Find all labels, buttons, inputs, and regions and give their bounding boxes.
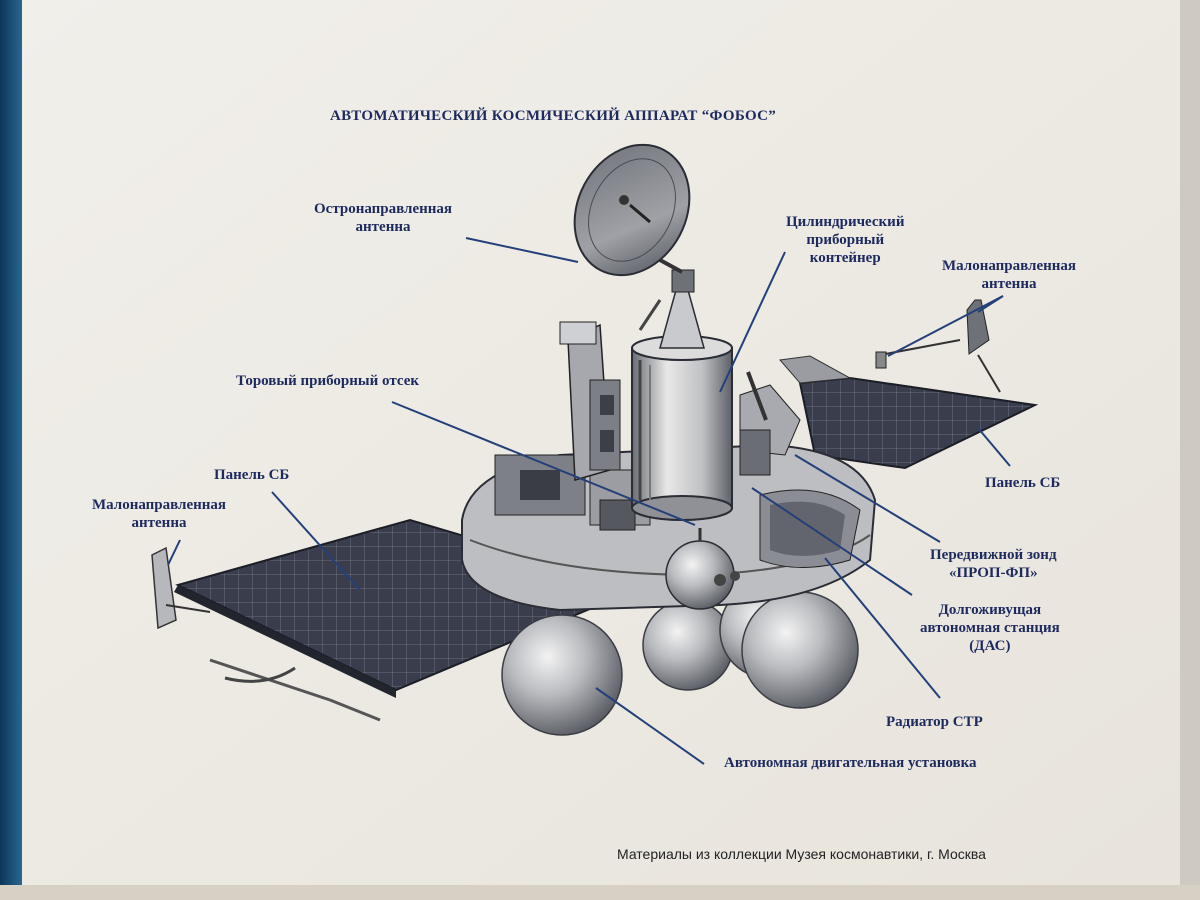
label-line: Малонаправленная	[942, 258, 1077, 274]
label-toroidal-compartment: Торовый приборный отсек	[236, 372, 419, 390]
leader-mobile-probe	[794, 454, 941, 543]
cylindrical-container-drawing	[631, 269, 733, 521]
label-line: Остронаправленная	[314, 201, 453, 217]
label-high-gain-antenna: Остронаправленная антенна	[314, 200, 452, 236]
leader-toroidal-compartment	[391, 401, 696, 526]
label-line: автономная станция	[920, 620, 1060, 636]
label-line: «ПРОП-ФП»	[948, 565, 1038, 581]
label-propulsion: Автономная двигательная установка	[724, 754, 976, 772]
label-line: Автономная двигательная установка	[724, 755, 977, 771]
label-solar-panel-left: Панель СБ	[214, 466, 289, 484]
label-line: антенна	[131, 515, 187, 531]
leader-solar-panel-right	[977, 427, 1011, 467]
label-low-gain-antenna-right: Малонаправленная антенна	[942, 257, 1076, 293]
left-frame-edge	[0, 0, 26, 900]
toroidal-compartment-drawing	[461, 443, 877, 612]
label-solar-panel-right: Панель СБ	[985, 474, 1060, 492]
side-equipment	[739, 371, 801, 476]
instrument-block	[559, 321, 621, 481]
leader-long-lived-station	[751, 487, 913, 596]
low-gain-antenna-left-drawing	[151, 546, 211, 630]
diagram-title: АВТОМАТИЧЕСКИЙ КОСМИЧЕСКИЙ АППАРАТ “ФОБО…	[330, 108, 777, 124]
leader-low-gain-antenna-left	[167, 539, 181, 566]
leader-radiator	[824, 557, 941, 699]
label-radiator: Радиатор СТР	[886, 713, 983, 731]
label-line: антенна	[355, 219, 411, 235]
leader-propulsion	[595, 687, 705, 765]
leader-cylindrical-container	[719, 251, 786, 393]
leader-lines	[167, 237, 1011, 765]
leader-solar-panel-left	[271, 491, 361, 591]
leader-high-gain-antenna	[465, 237, 579, 263]
label-line: (ДАС)	[969, 638, 1011, 654]
high-gain-antenna-drawing	[573, 143, 691, 277]
label-line: Малонаправленная	[92, 497, 227, 513]
label-low-gain-antenna-left: Малонаправленная антенна	[92, 496, 226, 532]
label-line: Радиатор СТР	[886, 714, 983, 730]
label-line: Торовый приборный отсек	[236, 373, 420, 389]
leader-low-gain-antenna-right-b	[977, 295, 1004, 313]
right-frame-edge	[1180, 0, 1200, 900]
solar-panel-right	[779, 355, 1039, 470]
propulsion-tanks	[501, 581, 859, 736]
museum-credit: Материалы из коллекции Музея космонавтик…	[617, 846, 986, 862]
label-line: Панель СБ	[985, 475, 1061, 491]
label-long-lived-station: Долгоживущая автономная станция (ДАС)	[920, 601, 1060, 655]
low-gain-antenna-right-drawing	[875, 299, 1001, 393]
label-mobile-probe: Передвижной зонд «ПРОП-ФП»	[930, 546, 1057, 582]
label-line: Передвижной зонд	[930, 547, 1057, 563]
mobile-probe-drawing	[665, 528, 740, 610]
label-line: Долгоживущая	[938, 602, 1042, 618]
label-line: Цилиндрический	[786, 214, 905, 230]
label-line: Панель СБ	[214, 467, 290, 483]
leader-low-gain-antenna-right-a	[887, 295, 1004, 357]
bottom-frame-edge	[0, 885, 1200, 900]
label-line: антенна	[981, 276, 1037, 292]
label-cylindrical-container: Цилиндрический приборный контейнер	[786, 213, 904, 267]
label-line: приборный	[806, 232, 885, 248]
label-line: контейнер	[809, 250, 881, 266]
